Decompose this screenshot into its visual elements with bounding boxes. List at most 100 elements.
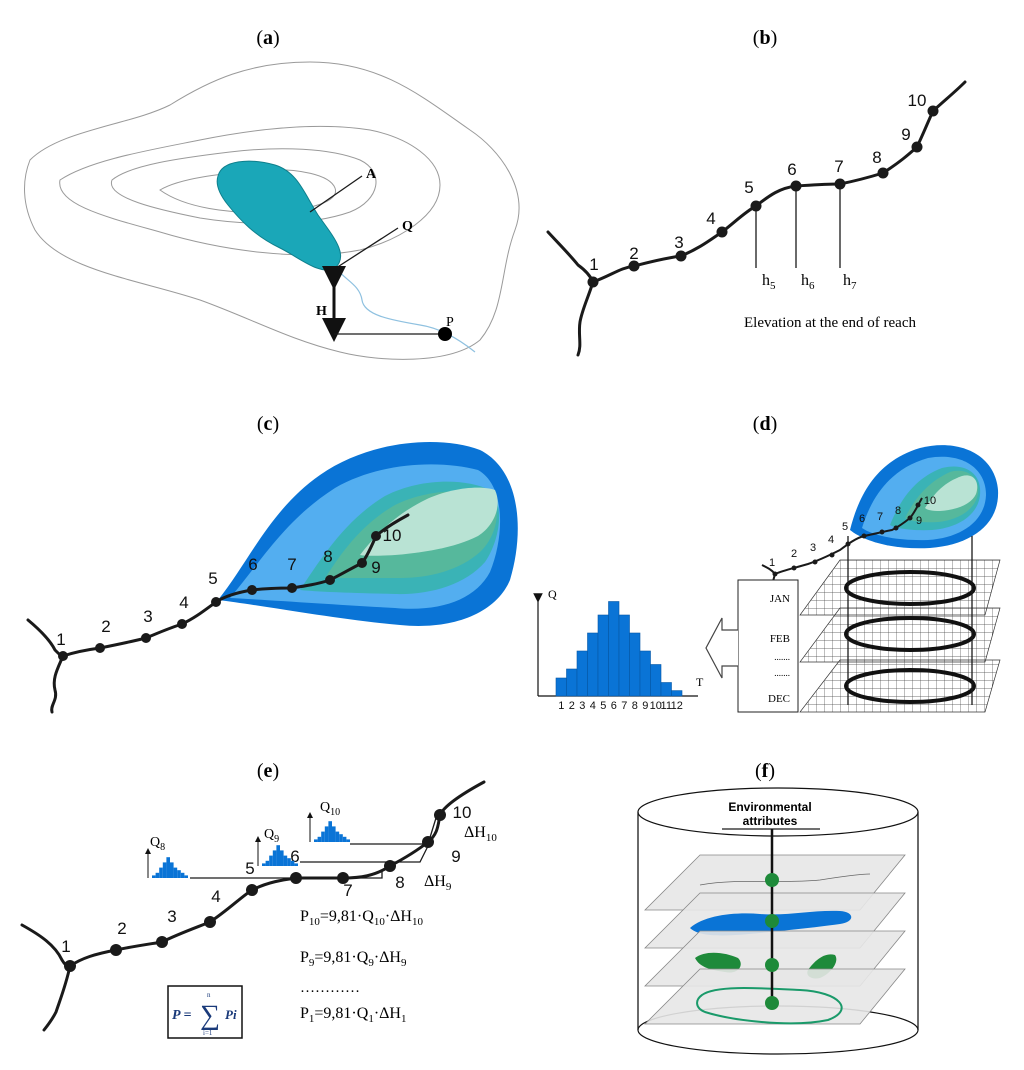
label-q8: Q8	[150, 835, 165, 853]
c-station-label-8: 8	[323, 547, 332, 566]
hist-bar	[555, 677, 567, 697]
hist-bar	[608, 601, 620, 697]
c-station-2	[95, 643, 105, 653]
basin-outline-feb	[844, 616, 976, 652]
d-station-1	[772, 571, 778, 577]
mini-hist-bar	[287, 858, 291, 866]
hist-tick-label: 2	[569, 700, 575, 712]
panel-a: (a) A Q H P	[24, 27, 520, 360]
e-station-10	[434, 809, 446, 821]
mini-hist-bar	[283, 855, 288, 866]
month-label: FEB	[770, 633, 790, 645]
b-caption: Elevation at the end of reach	[744, 315, 917, 331]
panel-f: (f) Environmental attributes	[637, 760, 919, 1055]
c-station-9	[357, 558, 367, 568]
c-station-6	[247, 585, 257, 595]
e-station-label-5: 5	[245, 859, 254, 878]
mini-hist-bar	[332, 826, 336, 842]
mini-hist-arrow	[145, 848, 151, 854]
hist-tick-label: 10	[650, 700, 662, 712]
c-station-8	[325, 575, 335, 585]
hist-tick-label: 12	[671, 700, 683, 712]
hist-tick-label: 5	[600, 700, 606, 712]
label-A: A	[366, 167, 377, 182]
mini-hist-bar	[265, 860, 270, 866]
b-station-label-2: 2	[629, 244, 638, 263]
hist-bar	[639, 650, 651, 697]
b-station-label-7: 7	[834, 157, 843, 176]
d-station-4	[829, 552, 835, 558]
panel-f-title: (f)	[755, 760, 775, 782]
attr-node-4	[765, 996, 779, 1010]
grid-layer-feb	[799, 607, 1001, 663]
label-q9: Q9	[264, 827, 279, 845]
d-station-2	[791, 565, 797, 571]
hist-bar	[618, 614, 630, 697]
mini-hist-bar	[321, 831, 325, 842]
mini-hist-bar	[335, 831, 340, 842]
month-box	[737, 579, 799, 713]
river-stream	[335, 267, 476, 353]
panel-c-title: (c)	[257, 413, 279, 435]
d-station-5	[845, 541, 851, 547]
label-H: H	[316, 304, 327, 319]
hist-tick-label: 7	[621, 700, 627, 712]
panel-d-title: (d)	[753, 413, 777, 435]
d-station-label-9: 9	[916, 515, 922, 527]
b-station-label-5: 5	[744, 178, 753, 197]
label-h7: h7	[843, 272, 857, 292]
c-station-label-7: 7	[287, 555, 296, 574]
label-dh9: ΔH9	[424, 873, 452, 893]
hist-bar	[566, 668, 578, 697]
mini-hist-bar	[166, 857, 170, 878]
e-station-label-4: 4	[211, 887, 220, 906]
contour-outer	[24, 61, 520, 360]
c-station-label-10: 10	[383, 526, 402, 545]
hist-bar	[597, 614, 609, 697]
mini-hist-bar	[314, 839, 318, 842]
panel-e-title: (e)	[257, 760, 279, 782]
mini-hist-bar	[342, 836, 347, 842]
hist-tick-label: 3	[579, 700, 585, 712]
hist-bar	[587, 632, 599, 697]
d-station-label-2: 2	[791, 548, 797, 560]
hist-y-label: Q	[548, 587, 557, 601]
c-station-5	[211, 597, 221, 607]
e-station-label-9: 9	[451, 847, 460, 866]
panel-a-title: (a)	[256, 27, 279, 49]
env-label-line1: Environmental	[728, 800, 811, 814]
leader-Q	[335, 227, 399, 269]
river-tributary-b	[576, 280, 595, 357]
panel-b-title: (b)	[753, 27, 777, 49]
layer-3-veg-left	[695, 952, 741, 973]
transfer-arrow	[705, 617, 738, 679]
mini-hist-bar	[346, 839, 350, 842]
label-P: P	[446, 315, 454, 330]
e-station-8	[384, 860, 396, 872]
attr-node-1	[765, 873, 779, 887]
b-station-5	[750, 200, 762, 212]
e-station-5	[246, 884, 258, 896]
c-station-label-3: 3	[143, 607, 152, 626]
e-station-label-3: 3	[167, 907, 176, 926]
d-station-label-4: 4	[828, 534, 834, 546]
c-station-label-5: 5	[208, 569, 217, 588]
hist-tick-label: 6	[611, 700, 617, 712]
d-station-3	[812, 559, 818, 565]
month-label: .......	[774, 668, 790, 678]
mini-hist-bar	[159, 867, 163, 878]
c-station-label-2: 2	[101, 617, 110, 636]
hist-tick-label: 8	[632, 700, 638, 712]
label-h6: h6	[801, 272, 815, 292]
month-label: DEC	[768, 693, 790, 705]
grid-layer-jan	[799, 559, 1001, 616]
sum-formula-box	[167, 985, 243, 1039]
b-station-label-8: 8	[872, 148, 881, 167]
